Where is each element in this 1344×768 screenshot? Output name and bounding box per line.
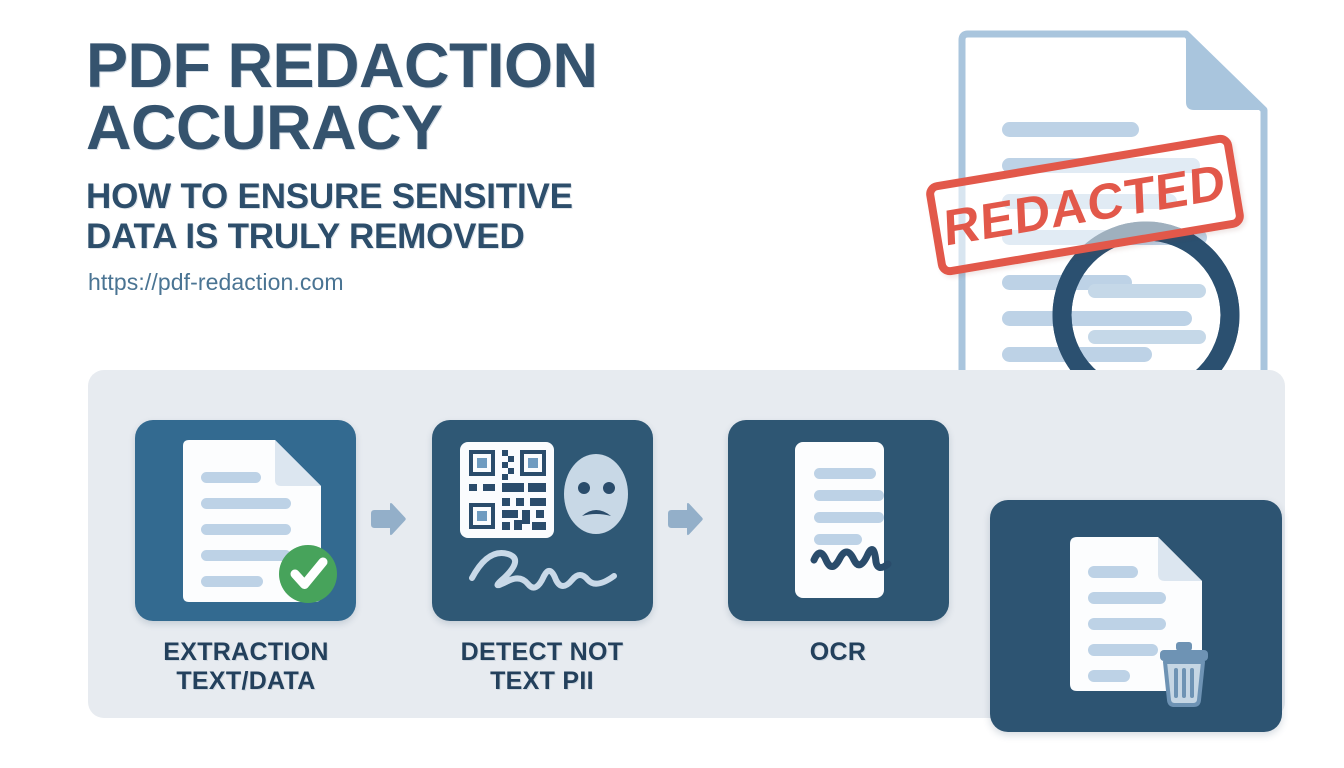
redacted-stamp-label: REDACTED [942,153,1228,257]
flow-step-caption-3: OCR [698,638,978,667]
flow-step-caption-1-line-2: TEXT/DATA [176,666,316,695]
page-title-line-1: PDF REDACTION [86,31,598,101]
flow-step-caption-3-line-1: OCR [809,638,867,666]
signature-squiggle-icon [469,550,617,591]
page-title-line-2: ACCURACY [86,92,443,163]
page-subtitle-line-1: HOW TO ENSURE SENSITIVE [86,177,573,217]
arrow-right-icon [371,502,406,536]
flow-step-card-ocr[interactable] [728,420,949,621]
signature-squiggle-icon [810,546,892,571]
page-subtitle: HOW TO ENSURE SENSITIVE DATA IS TRULY RE… [86,177,786,256]
page-subtitle-line-2: DATA IS TRULY REMOVED [86,217,525,257]
qr-face-signature-icon [460,442,628,591]
delete-document-card[interactable] [990,500,1282,732]
flow-step-card-extraction[interactable] [135,420,356,621]
document-trash-icon [1070,537,1208,707]
arrow-right-icon [668,502,703,536]
trash-can-icon [1160,642,1208,707]
flow-step-caption-2: DETECT NOT TEXT PII [402,638,682,695]
sad-face-icon [564,454,628,534]
flow-step-caption-2-line-2: TEXT PII [490,666,594,695]
document-signature-icon [795,442,892,598]
flow-step-card-detect-pii[interactable] [432,420,653,621]
document-check-icon [183,440,337,603]
flow-arrow-1 [369,502,407,536]
redacted-stamp: REDACTED [924,133,1260,278]
website-url[interactable]: https://pdf-redaction.com [88,268,344,295]
flow-step-caption-1: EXTRACTION TEXT/DATA [106,638,386,695]
headline-block: PDF REDACTION ACCURACY HOW TO ENSURE SEN… [86,35,786,296]
flow-arrow-2 [666,502,704,536]
flow-step-caption-1-line-1: EXTRACTION [163,638,329,666]
flow-step-caption-2-line-1: DETECT NOT [460,638,624,666]
page-title: PDF REDACTION ACCURACY [86,35,786,160]
